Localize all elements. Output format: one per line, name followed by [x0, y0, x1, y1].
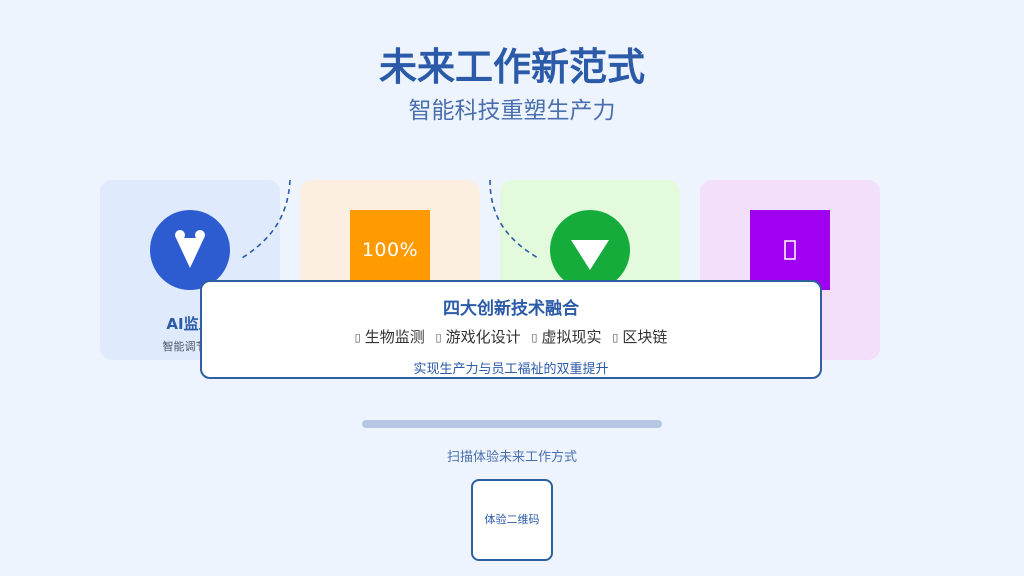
glyph-icon — [750, 210, 830, 290]
percent-badge-icon: 100% — [350, 210, 430, 290]
tech-item-vr: ▯虚拟现实 — [531, 328, 602, 346]
popup-title: 四大创新技术融合 — [443, 299, 579, 319]
page-title: 未来工作新范式 — [378, 45, 645, 89]
popup-footer: 实现生产力与员工福祉的双重提升 — [413, 362, 609, 377]
gamepad-icon: ▯ — [435, 331, 442, 344]
down-triangle-icon — [550, 210, 630, 290]
tech-list: ▯生物监测 ▯游戏化设计 ▯虚拟现实 ▯区块链 — [202, 326, 820, 347]
tech-item-biometric: ▯生物监测 — [354, 328, 425, 346]
divider-bar — [362, 420, 662, 428]
tech-item-blockchain: ▯区块链 — [612, 328, 668, 346]
innovation-popup: 四大创新技术融合 ▯生物监测 ▯游戏化设计 ▯虚拟现实 ▯区块链 实现生产力与员… — [200, 280, 822, 379]
qr-code-placeholder[interactable]: 体验二维码 — [471, 479, 553, 561]
blockchain-icon: ▯ — [612, 331, 619, 344]
vr-icon: ▯ — [531, 331, 538, 344]
biometric-icon: ▯ — [354, 331, 361, 344]
ai-monitor-icon — [150, 210, 230, 290]
dashed-connector — [241, 179, 539, 259]
page-subtitle: 智能科技重塑生产力 — [408, 98, 616, 124]
tech-item-gamification: ▯游戏化设计 — [435, 328, 521, 346]
scan-prompt: 扫描体验未来工作方式 — [446, 450, 577, 465]
